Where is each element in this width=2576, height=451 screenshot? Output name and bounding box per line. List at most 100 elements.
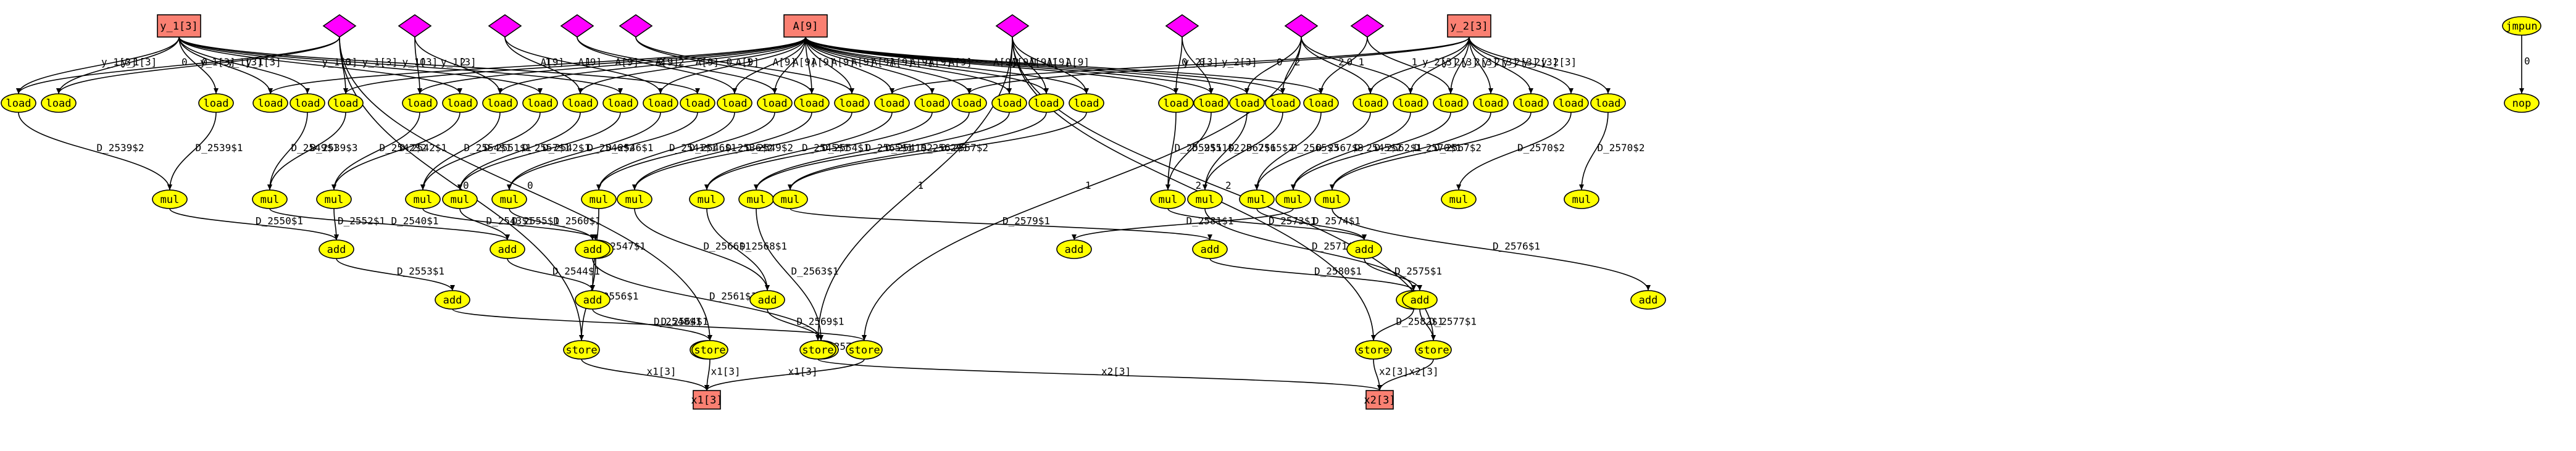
node-M18[interactable]: mul <box>1564 189 1599 209</box>
node-L28[interactable]: load <box>1265 93 1301 113</box>
node-Bd1[interactable]: add <box>1192 239 1228 259</box>
node-L7[interactable]: load <box>402 93 438 113</box>
node-Ad2[interactable]: add <box>490 239 525 259</box>
node-L19[interactable]: load <box>874 93 910 113</box>
node-Ad8[interactable]: add <box>435 290 470 310</box>
ellipse-shape <box>794 93 830 113</box>
node-dD[interactable] <box>560 14 594 38</box>
node-M5[interactable]: mul <box>442 189 478 209</box>
node-L33[interactable]: load <box>1473 93 1509 113</box>
node-L8[interactable]: load <box>442 93 478 113</box>
edge-dA-L2 <box>58 36 340 94</box>
node-S6[interactable]: store <box>1355 340 1392 360</box>
node-L14[interactable]: load <box>680 93 715 113</box>
node-L21[interactable]: load <box>951 93 987 113</box>
node-L2[interactable]: load <box>41 93 77 113</box>
node-L5[interactable]: load <box>290 93 325 113</box>
node-L18[interactable]: load <box>834 93 870 113</box>
node-L12[interactable]: load <box>602 93 638 113</box>
edge-layer: y_1[3]y_1[3]y_1[3]y_1[3]y_1[3]y_1[3]y_1[… <box>16 35 2530 391</box>
node-L32[interactable]: load <box>1433 93 1469 113</box>
node-L31[interactable]: load <box>1393 93 1428 113</box>
arrowhead <box>16 88 21 94</box>
node-label: add <box>583 244 602 256</box>
edge-label: 0 <box>527 180 533 191</box>
node-x2[interactable]: x2[3] <box>1364 390 1396 410</box>
node-L15[interactable]: load <box>717 93 752 113</box>
node-L10[interactable]: load <box>522 93 558 113</box>
node-L27[interactable]: load <box>1229 93 1265 113</box>
node-Bd4[interactable]: add <box>1056 239 1092 259</box>
node-A[interactable]: A[9] <box>783 14 828 38</box>
node-S7[interactable]: store <box>1415 340 1452 360</box>
node-Ad4[interactable]: add <box>575 239 611 259</box>
node-Cd2[interactable]: add <box>1630 290 1666 310</box>
node-dB[interactable] <box>398 14 432 38</box>
node-M8[interactable]: mul <box>617 189 652 209</box>
node-dH[interactable] <box>1284 14 1319 38</box>
node-L34[interactable]: load <box>1513 93 1549 113</box>
node-S5[interactable]: store <box>846 340 883 360</box>
node-M10[interactable]: mul <box>738 189 774 209</box>
node-M2[interactable]: mul <box>252 189 288 209</box>
node-L36[interactable]: load <box>1590 93 1626 113</box>
node-L22[interactable]: load <box>991 93 1027 113</box>
node-M9[interactable]: mul <box>689 189 725 209</box>
node-dG[interactable] <box>1165 14 1199 38</box>
node-Bd2[interactable]: add <box>1346 239 1382 259</box>
node-M1[interactable]: mul <box>152 189 188 209</box>
node-label: mul <box>747 194 766 206</box>
node-L35[interactable]: load <box>1553 93 1589 113</box>
node-M13[interactable]: mul <box>1187 189 1223 209</box>
node-L17[interactable]: load <box>794 93 830 113</box>
node-dE[interactable] <box>619 14 653 38</box>
node-L23[interactable]: load <box>1028 93 1064 113</box>
edge-dD-L16 <box>577 36 775 94</box>
node-x1[interactable]: x1[3] <box>691 390 723 410</box>
node-dA[interactable] <box>322 14 357 38</box>
node-M16[interactable]: mul <box>1314 189 1350 209</box>
node-M3[interactable]: mul <box>316 189 352 209</box>
node-L29[interactable]: load <box>1303 93 1339 113</box>
node-L6[interactable]: load <box>328 93 364 113</box>
node-L26[interactable]: load <box>1193 93 1229 113</box>
node-M6[interactable]: mul <box>491 189 527 209</box>
node-M4[interactable]: mul <box>405 189 441 209</box>
node-L4[interactable]: load <box>252 93 288 113</box>
node-y1[interactable]: y_1[3] <box>157 14 201 38</box>
node-L3[interactable]: load <box>198 93 234 113</box>
node-L1[interactable]: load <box>1 93 36 113</box>
node-L9[interactable]: load <box>482 93 518 113</box>
arrowhead <box>1417 285 1422 291</box>
node-dI[interactable] <box>1350 14 1385 38</box>
edge-M15-Bd4 <box>1073 208 1294 241</box>
node-S1[interactable]: store <box>563 340 600 360</box>
node-L16[interactable]: load <box>757 93 793 113</box>
node-Ad5[interactable]: add <box>575 290 611 310</box>
node-L30[interactable]: load <box>1353 93 1388 113</box>
node-nop[interactable]: nop <box>2504 93 2540 113</box>
node-M7[interactable]: mul <box>581 189 617 209</box>
node-L13[interactable]: load <box>643 93 678 113</box>
node-Cd1[interactable]: add <box>1402 290 1438 310</box>
node-M15[interactable]: mul <box>1275 189 1311 209</box>
node-S3[interactable]: store <box>691 340 728 360</box>
node-M14[interactable]: mul <box>1239 189 1275 209</box>
node-S4[interactable]: store <box>799 340 836 360</box>
node-Ad6[interactable]: add <box>749 290 785 310</box>
node-Ad1[interactable]: add <box>319 239 354 259</box>
node-L20[interactable]: load <box>914 93 950 113</box>
node-L25[interactable]: load <box>1158 93 1194 113</box>
node-dC[interactable] <box>488 14 522 38</box>
edge-y2-L35 <box>1469 36 1572 94</box>
node-jmp[interactable]: jmpun <box>2502 16 2541 36</box>
edge-label: 1 <box>1359 56 1365 68</box>
node-dF[interactable] <box>995 14 1030 38</box>
node-y2[interactable]: y_2[3] <box>1447 14 1491 38</box>
node-M17[interactable]: mul <box>1441 189 1477 209</box>
node-L11[interactable]: load <box>562 93 598 113</box>
node-L24[interactable]: load <box>1069 93 1104 113</box>
node-M11[interactable]: mul <box>772 189 808 209</box>
node-M12[interactable]: mul <box>1150 189 1186 209</box>
edge-label: D_2565$3 <box>1291 142 1339 154</box>
